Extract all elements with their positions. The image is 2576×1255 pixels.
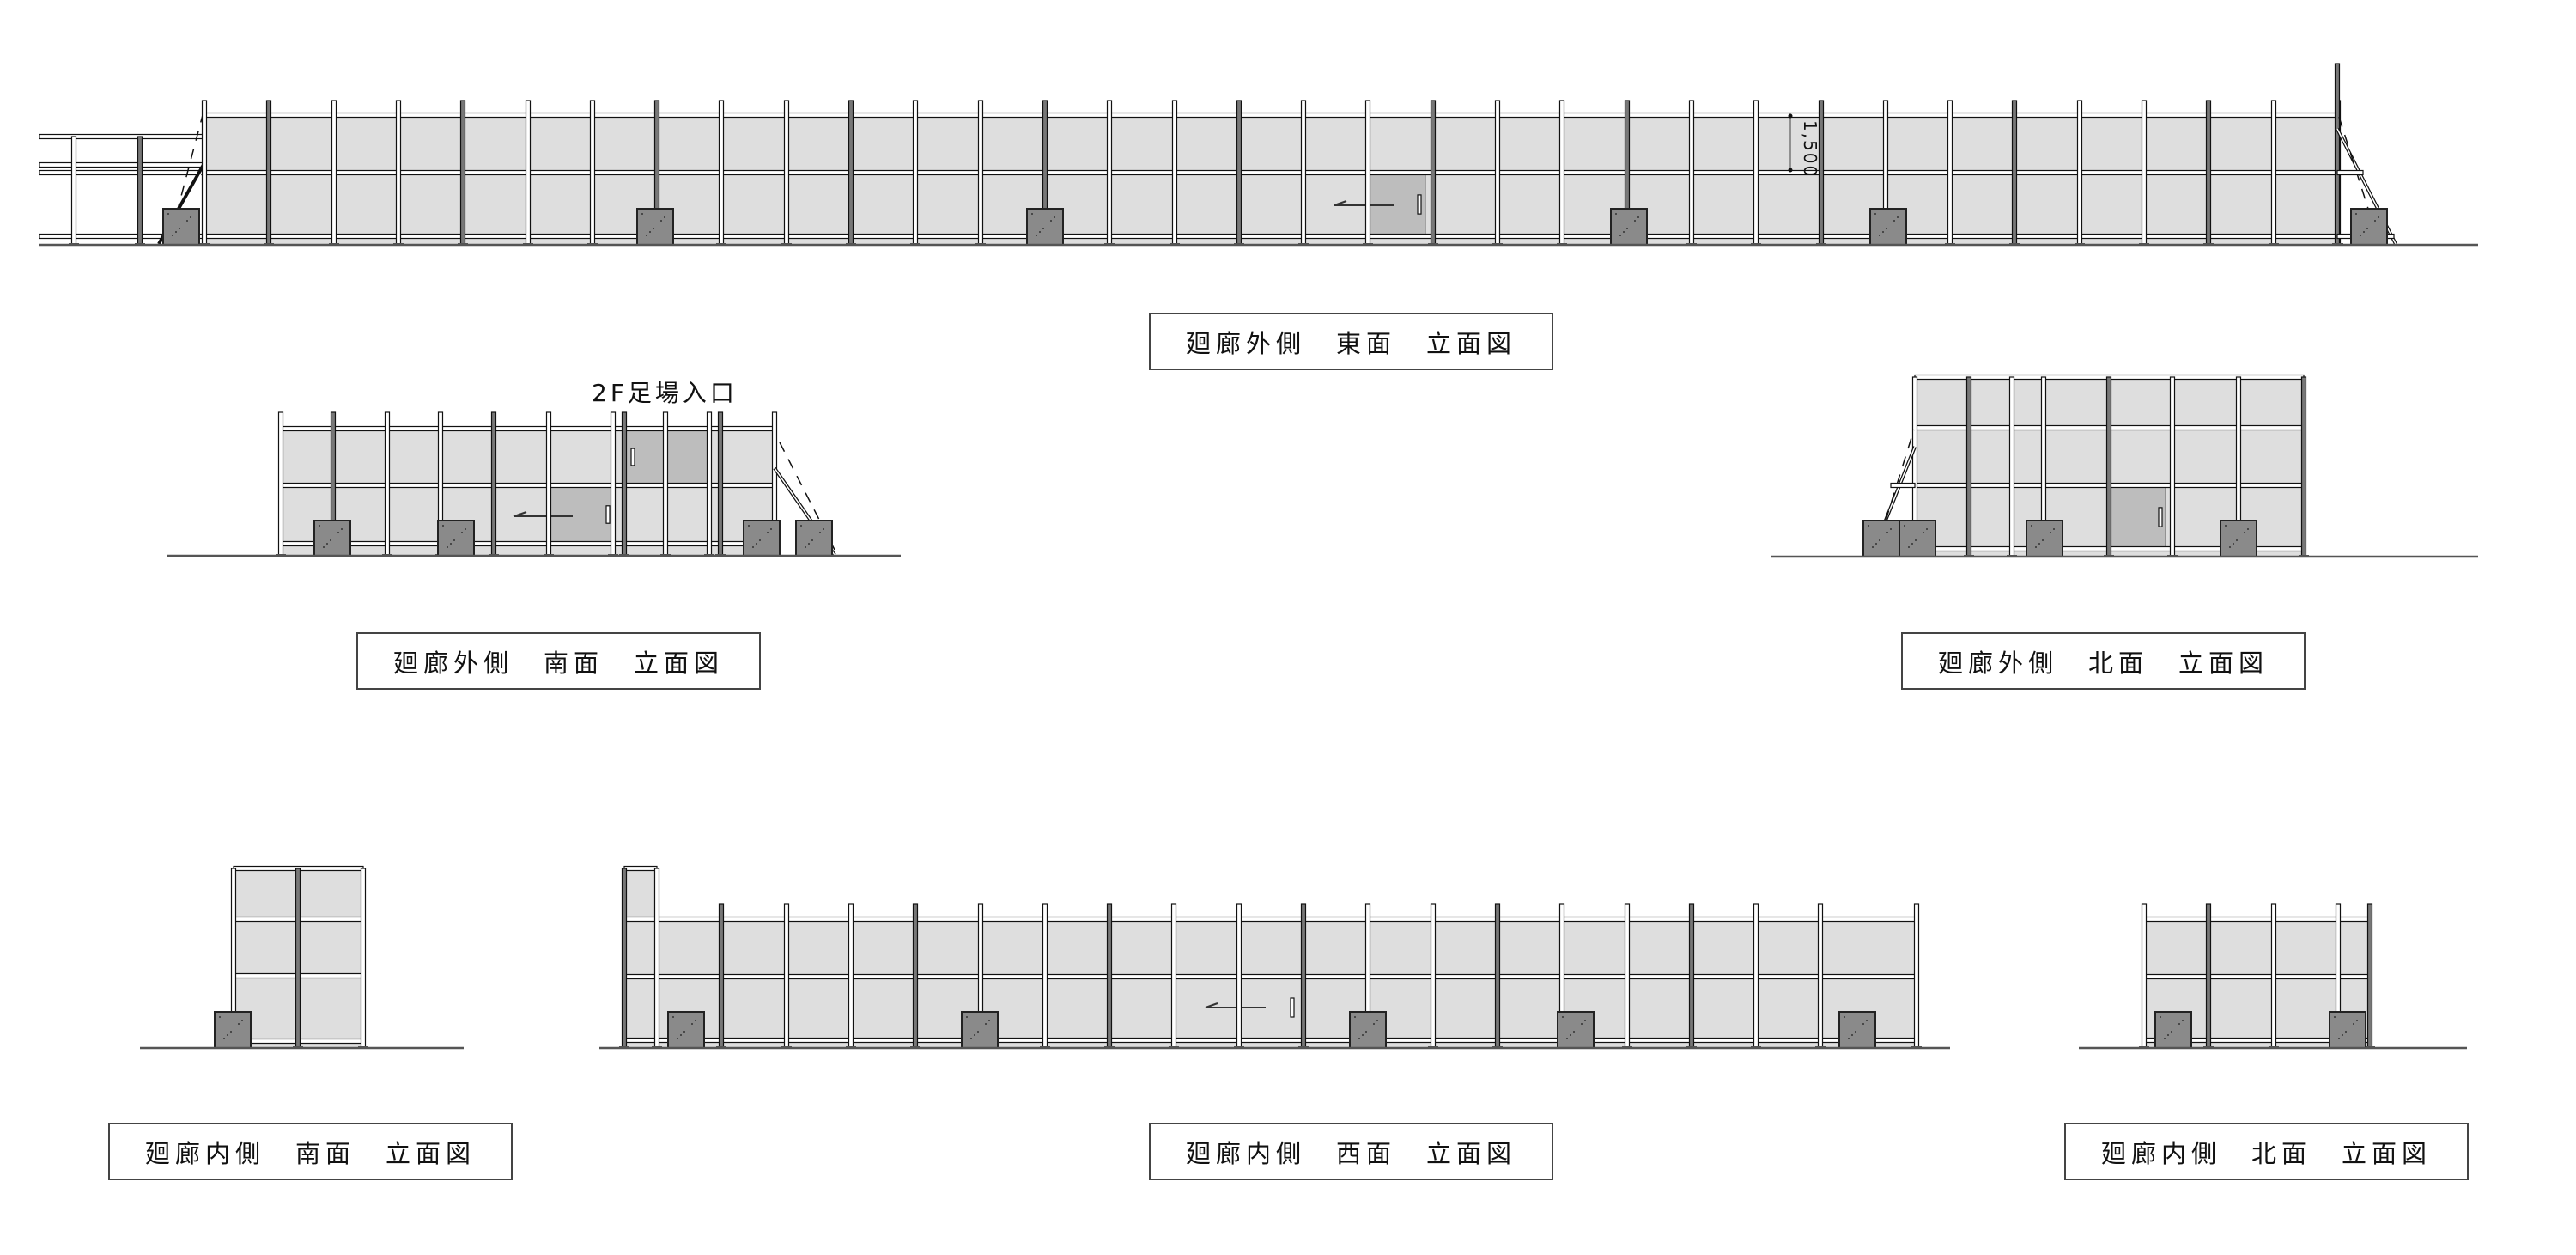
concrete-block	[162, 208, 200, 246]
concrete-block	[667, 1011, 705, 1049]
concrete-block	[1869, 208, 1907, 246]
door-handle-icon	[605, 505, 611, 524]
door	[2108, 484, 2166, 550]
door	[548, 484, 614, 545]
elevation-inner-north	[2079, 903, 2467, 1050]
entrance-2f-note: 2F足場入口	[592, 379, 738, 407]
concrete-block	[743, 520, 781, 557]
concrete-block	[1899, 520, 1936, 557]
view-title-outer-south: 廻廊外側 南面 立面図	[356, 632, 761, 690]
view-title-text: 廻廊外側 南面 立面図	[392, 648, 724, 678]
sheet-panel	[624, 919, 1917, 1047]
concrete-block	[1610, 208, 1648, 246]
concrete-block	[2329, 1011, 2366, 1049]
concrete-block	[795, 520, 833, 557]
door-handle-icon	[2158, 507, 2163, 527]
concrete-block	[1026, 208, 1064, 246]
dimension-1500-text: 1,500	[1800, 120, 1820, 179]
view-title-text: 廻廊外側 東面 立面図	[1185, 328, 1516, 358]
sheet-panel	[204, 115, 2337, 244]
concrete-block	[1349, 1011, 1387, 1049]
elevation-outer-north	[1771, 374, 2478, 558]
view-title-text: 廻廊外側 北面 立面図	[1937, 648, 2269, 678]
view-title-text: 廻廊内側 南面 立面図	[144, 1138, 476, 1168]
view-title-text: 廻廊内側 西面 立面図	[1185, 1138, 1516, 1168]
view-title-outer-north: 廻廊外側 北面 立面図	[1901, 632, 2306, 690]
elevation-outer-east	[39, 63, 2478, 247]
concrete-block	[1557, 1011, 1595, 1049]
concrete-block	[1838, 1011, 1876, 1049]
view-title-inner-north: 廻廊内側 北面 立面図	[2064, 1123, 2469, 1180]
view-title-inner-south: 廻廊内側 南面 立面図	[108, 1123, 513, 1180]
view-title-outer-east: 廻廊外側 東面 立面図	[1149, 313, 1553, 370]
elevation-outer-south	[167, 411, 901, 557]
elevation-inner-west	[599, 865, 1950, 1050]
door-handle-icon	[630, 448, 635, 466]
door-handle-icon	[1417, 194, 1422, 215]
view-title-inner-west: 廻廊内側 西面 立面図	[1149, 1123, 1553, 1180]
elevation-inner-south	[140, 865, 464, 1050]
view-title-text: 廻廊内側 北面 立面図	[2100, 1138, 2432, 1168]
concrete-block	[437, 520, 475, 557]
